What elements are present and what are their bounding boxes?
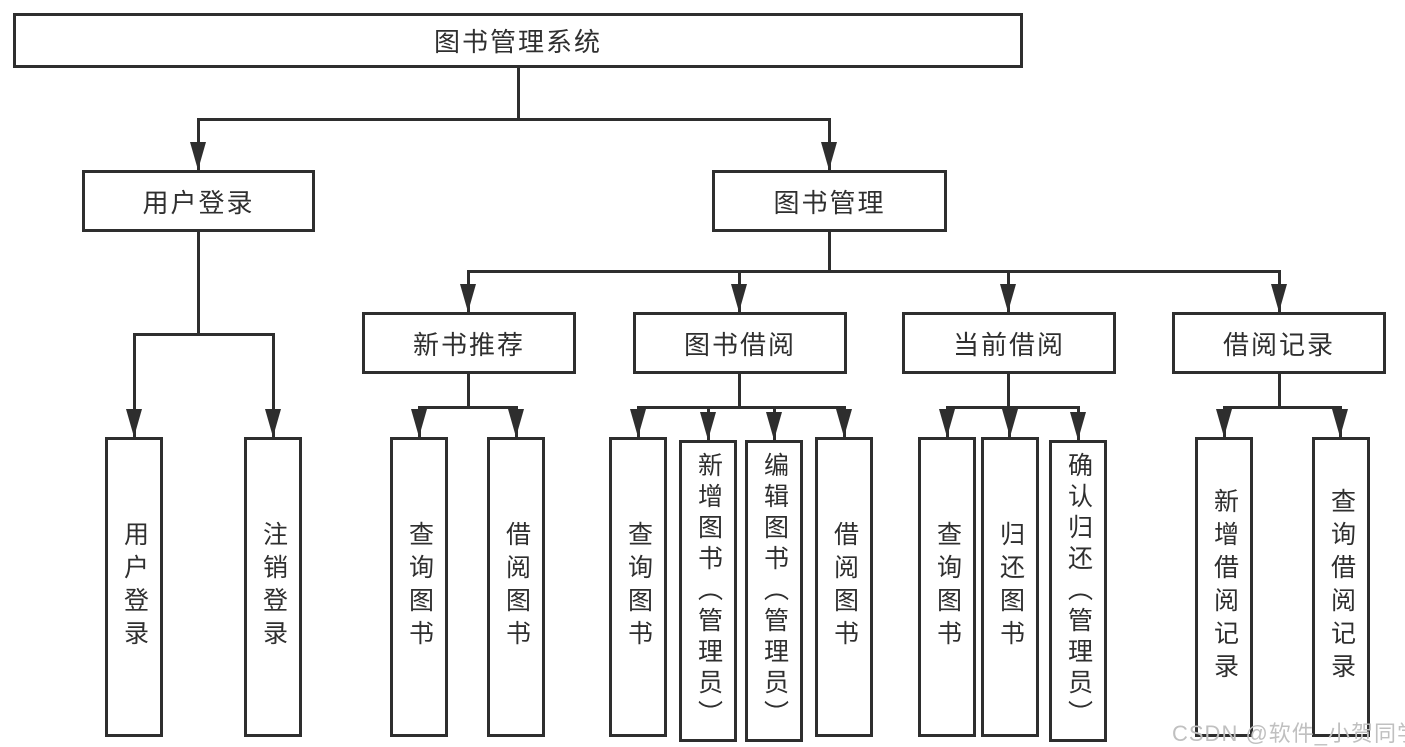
arrowhead-book-borrowing [731,284,747,312]
arrowhead-borrow-books-2 [836,409,852,437]
connector-user-login-stem [197,232,200,335]
arrowhead-query-books-1 [411,409,427,437]
node-query-books-1-label: 查询图书 [405,521,434,653]
node-root: 图书管理系统 [13,13,1023,68]
node-book-borrowing: 图书借阅 [633,312,847,374]
node-query-books-1: 查询图书 [390,437,448,737]
node-query-borrow-record-label: 查询借阅记录 [1327,488,1356,686]
arrowhead-add-book-admin [700,412,716,440]
connector-book-mgmt-stem [828,232,831,272]
node-confirm-return-admin-label: 确认归还（管理员） [1064,451,1093,731]
connector-current-borrowing-stem [1007,374,1010,408]
connector-current-borrowing-bar [946,406,1080,409]
arrowhead-book-management [821,142,837,170]
arrowhead-user-login [190,142,206,170]
node-book-management-label: 图书管理 [773,187,886,218]
connector-root-bar [197,118,831,121]
node-edit-book-admin: 编辑图书（管理员） [745,440,803,742]
node-query-books-2: 查询图书 [609,437,667,737]
node-add-borrow-record-label: 新增借阅记录 [1210,488,1239,686]
node-borrowing-records: 借阅记录 [1172,312,1386,374]
connector-borrowing-records-bar [1223,406,1342,409]
node-add-book-admin-label: 新增图书（管理员） [694,451,723,731]
node-query-books-3: 查询图书 [918,437,976,737]
arrowhead-borrow-books-1 [508,409,524,437]
node-new-book-recommend-label: 新书推荐 [412,329,525,360]
connector-book-mgmt-bar [467,270,1281,273]
node-query-books-2-label: 查询图书 [624,521,653,653]
connector-new-book-stem [467,374,470,408]
node-add-book-admin: 新增图书（管理员） [679,440,737,742]
node-query-borrow-record: 查询借阅记录 [1312,437,1370,737]
arrowhead-add-borrow-record [1216,409,1232,437]
node-add-borrow-record: 新增借阅记录 [1195,437,1253,737]
node-user-login: 用户登录 [82,170,315,232]
node-edit-book-admin-label: 编辑图书（管理员） [760,451,789,731]
node-user-login-leaf-label: 用户登录 [120,521,149,653]
node-borrow-books-2: 借阅图书 [815,437,873,737]
node-logout-leaf: 注销登录 [244,437,302,737]
arrowhead-borrowing-records [1271,284,1287,312]
node-borrowing-records-label: 借阅记录 [1222,329,1335,360]
arrowhead-confirm-return-admin [1070,412,1086,440]
connector-user-login-drop-left [133,333,136,437]
connector-book-borrowing-bar [637,406,846,409]
connector-root-stem [517,68,520,121]
arrowhead-query-books-3 [939,409,955,437]
connector-borrowing-records-stem [1278,374,1281,408]
node-query-books-3-label: 查询图书 [933,521,962,653]
csdn-watermark: CSDN @软件_小贺同学 [1172,721,1405,746]
arrowhead-user-login-leaf [126,409,142,437]
arrowhead-query-borrow-record [1332,409,1348,437]
arrowhead-current-borrowing [1000,284,1016,312]
node-new-book-recommend: 新书推荐 [362,312,576,374]
node-logout-leaf-label: 注销登录 [259,521,288,653]
node-book-management: 图书管理 [712,170,947,232]
node-confirm-return-admin: 确认归还（管理员） [1049,440,1107,742]
arrowhead-logout-leaf [265,409,281,437]
node-borrow-books-1: 借阅图书 [487,437,545,737]
connector-user-login-bar [133,333,275,336]
node-current-borrowing-label: 当前借阅 [952,329,1065,360]
node-return-book: 归还图书 [981,437,1039,737]
node-borrow-books-1-label: 借阅图书 [502,521,531,653]
node-book-borrowing-label: 图书借阅 [683,329,796,360]
connector-user-login-drop-right [272,333,275,437]
node-user-login-leaf: 用户登录 [105,437,163,737]
node-user-login-label: 用户登录 [142,187,255,218]
arrowhead-new-book-recommend [460,284,476,312]
arrowhead-return-book [1002,409,1018,437]
arrowhead-edit-book-admin [766,412,782,440]
node-return-book-label: 归还图书 [996,521,1025,653]
node-root-label: 图书管理系统 [433,27,602,57]
node-current-borrowing: 当前借阅 [902,312,1116,374]
node-borrow-books-2-label: 借阅图书 [830,521,859,653]
arrowhead-query-books-2 [630,409,646,437]
connector-book-borrowing-stem [738,374,741,408]
connector-new-book-bar [418,406,518,409]
